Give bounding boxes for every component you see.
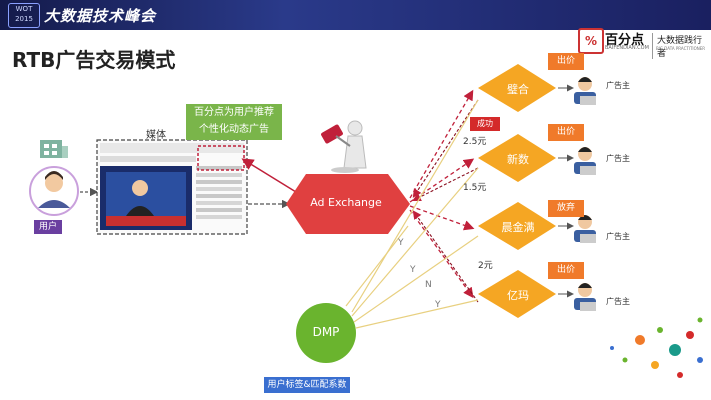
- advertiser-icons: [574, 77, 596, 311]
- match-mark-4: Y: [435, 300, 441, 310]
- dsp-diamonds: [478, 64, 556, 318]
- dmp-caption: 用户标签&匹配系数: [264, 377, 350, 393]
- user-avatar-icon: [29, 166, 79, 216]
- ad-exchange-label: Ad Exchange: [310, 196, 382, 209]
- ad-slot-highlight: [197, 145, 245, 171]
- event-title: 大数据技术峰会: [44, 7, 157, 25]
- exchange-to-adslot-arrow: [241, 158, 297, 193]
- advertiser-icon-1: [574, 77, 596, 105]
- dsp-action-badge-2: 出价: [548, 124, 584, 141]
- event-logo: WOT 2015: [8, 3, 40, 28]
- dsp-to-advertiser-arrows: [558, 84, 574, 298]
- recommendation-callout: 百分点为用户推荐 个性化动态广告: [186, 104, 282, 140]
- dsp-action-badge-3: 放弃: [548, 200, 584, 217]
- dmp-circle: [296, 303, 356, 363]
- brand-slogan-sub: BIG DATA PRACTITIONER: [656, 46, 706, 51]
- advertiser-label-1: 广告主: [606, 81, 630, 90]
- dsp-name-4: 亿玛: [507, 289, 529, 302]
- bid-amount-1: 2.5元: [463, 137, 487, 147]
- building-icon: [40, 140, 68, 158]
- dsp-diamond-3: [478, 202, 556, 250]
- advertiser-label-2: 广告主: [606, 154, 630, 163]
- brand-name: 百分点: [605, 33, 645, 48]
- callout-line1: 百分点为用户推荐: [194, 107, 274, 118]
- brand-logo: % 百分点 BAIFENDIAN.COM 大数据践行者 BIG DATA PRA…: [578, 26, 706, 59]
- dsp-name-2: 新数: [507, 153, 529, 166]
- advertiser-label-3: 广告主: [606, 232, 630, 241]
- advertiser-icon-2: [574, 147, 596, 175]
- brand-name-sub: BAIFENDIAN.COM: [605, 45, 649, 51]
- dmp-label: DMP: [312, 325, 340, 339]
- dsp-action-badge-1: 出价: [548, 53, 584, 70]
- dsp-name-3: 晨金满: [501, 221, 535, 234]
- media-label: 媒体: [146, 130, 166, 141]
- user-label: 用户: [34, 220, 62, 234]
- advertiser-label-4: 广告主: [606, 297, 630, 306]
- event-logo-line2: 2015: [15, 15, 33, 23]
- dsp-name-1: 璧合: [507, 83, 529, 96]
- auction-hammer-icon: [321, 120, 367, 173]
- match-mark-3: N: [425, 280, 432, 290]
- dmp-to-dsp-lines: [345, 99, 479, 329]
- slide-title: RTB广告交易模式: [12, 48, 176, 72]
- dsp-action-badge-4: 出价: [548, 262, 584, 279]
- match-mark-1: Y: [398, 238, 404, 248]
- dsp-diamond-2: [478, 134, 556, 182]
- dsp-diamond-1: [478, 64, 556, 112]
- success-badge: 成功: [470, 117, 500, 131]
- brand-slogan: 大数据践行者: [652, 33, 706, 59]
- dsp-diamond-4: [478, 270, 556, 318]
- media-webpage-mockup: [100, 143, 244, 230]
- bid-amount-2: 1.5元: [463, 183, 487, 193]
- event-header-bar: WOT 2015 大数据技术峰会: [0, 0, 711, 30]
- event-logo-line1: WOT: [15, 5, 33, 13]
- advertiser-icon-4: [574, 283, 596, 311]
- match-mark-2: Y: [410, 265, 416, 275]
- advertiser-icon-3: [574, 215, 596, 243]
- callout-line2: 个性化动态广告: [199, 124, 269, 135]
- exchange-to-dsp-arrows: [409, 89, 475, 299]
- decorative-dots: [610, 317, 703, 378]
- brand-mark-icon: %: [578, 28, 604, 54]
- dsp-bid-arrows: [412, 99, 479, 303]
- bid-amount-3: 2元: [478, 261, 493, 271]
- ad-exchange-hexagon: [286, 174, 410, 234]
